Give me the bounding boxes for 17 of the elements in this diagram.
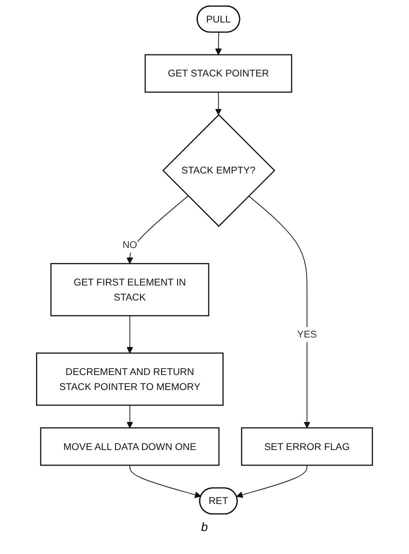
arrow	[236, 464, 308, 498]
edge-label: NO	[122, 239, 138, 250]
arrow	[126, 315, 134, 354]
arrow	[215, 92, 222, 116]
arrow	[248, 196, 310, 428]
arrow	[129, 464, 202, 498]
arrow	[215, 32, 222, 56]
arrow	[126, 196, 188, 264]
node-diamond: STACK EMPTY?	[162, 114, 276, 228]
arrow	[126, 404, 134, 428]
caption: b	[200, 520, 209, 534]
edge-label: YES	[297, 328, 317, 340]
node-box: MOVE ALL DATA DOWN ONE	[40, 427, 220, 466]
node-box: DECREMENT AND RETURN STACK POINTER TO MEMORY	[36, 352, 224, 406]
node-box: SET ERROR FLAG	[241, 427, 373, 466]
node-box: GET STACK POINTER	[144, 54, 292, 93]
node-box: GET FIRST ELEMENT IN STACK	[50, 263, 210, 316]
